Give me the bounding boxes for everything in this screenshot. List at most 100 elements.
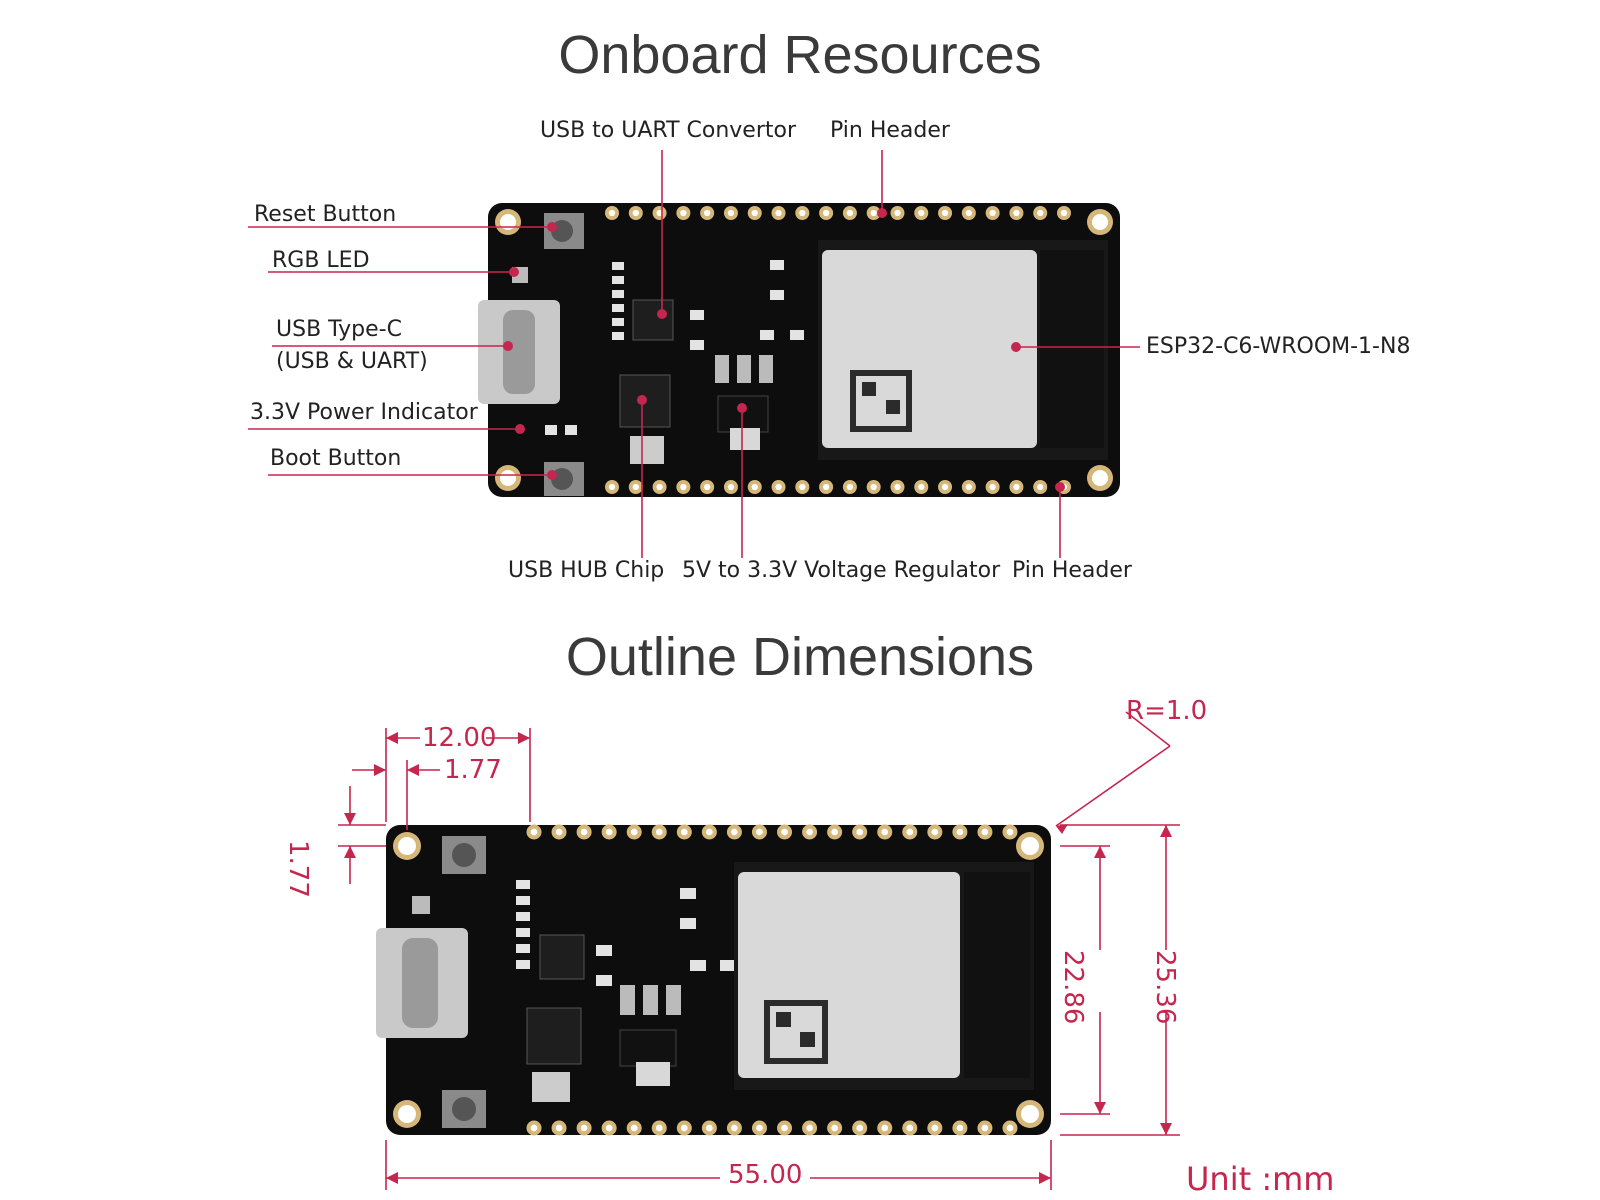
pin-hole — [1006, 1124, 1014, 1132]
pin-hole — [680, 1124, 688, 1132]
onboard-resources-title: Onboard Resources — [558, 25, 1042, 85]
pin-hole — [704, 483, 711, 491]
pin-hole — [656, 209, 663, 217]
pin-hole — [705, 1124, 713, 1132]
pin-hole — [1060, 209, 1068, 217]
pin-hole — [870, 483, 877, 491]
pin-hole — [881, 1124, 889, 1132]
pin-hole — [846, 209, 854, 217]
top-callout-dots — [503, 208, 1065, 492]
boot-button-label: Boot Button — [270, 446, 402, 471]
pin-hole — [656, 483, 663, 491]
pin-hole — [555, 828, 563, 836]
pin-hole — [655, 1124, 663, 1132]
outline-dimensions-title: Outline Dimensions — [565, 627, 1035, 687]
pin-hole — [756, 1124, 763, 1132]
pin-hole — [989, 483, 996, 491]
dim-inner-height: 22.86 — [1058, 950, 1088, 1025]
pin-hole — [756, 828, 763, 836]
pin-hole — [705, 828, 713, 836]
pin-hole — [727, 483, 735, 491]
pin-hole — [680, 828, 688, 836]
pin-hole — [680, 483, 687, 491]
pin-hole — [931, 828, 939, 836]
pin-hole — [918, 209, 925, 217]
pin-hole — [822, 483, 830, 491]
pin-hole — [799, 483, 806, 491]
dimension-arrowheads — [344, 732, 1172, 1184]
pin-hole — [906, 1124, 914, 1132]
power-indicator-label: 3.3V Power Indicator — [250, 400, 478, 425]
pin-hole — [781, 1124, 788, 1132]
pin-hole — [655, 828, 663, 836]
dim-offset-x: 1.77 — [444, 755, 502, 785]
pin-hole — [806, 1124, 813, 1132]
pin-hole — [881, 828, 889, 836]
pin-hole — [775, 483, 782, 491]
pin-hole — [530, 828, 538, 836]
bottom-pin-header-bottom — [526, 1120, 1018, 1136]
top-callout-lines — [248, 150, 1140, 558]
pin-hole — [941, 483, 949, 491]
pin-hole — [605, 828, 613, 836]
dim-radius: R=1.0 — [1126, 696, 1208, 726]
dim-length: 55.00 — [728, 1160, 803, 1190]
pin-hole — [822, 209, 830, 217]
pin-hole — [799, 209, 806, 217]
pin-hole — [630, 828, 638, 836]
dimension-lines — [338, 711, 1180, 1190]
pin-hole — [731, 828, 738, 836]
top-board — [478, 203, 1120, 497]
pin-hole — [1006, 828, 1014, 836]
unit-label: Unit :mm — [1186, 1160, 1335, 1198]
pin-hole — [806, 828, 813, 836]
top-pin-header-bottom — [605, 480, 1071, 494]
pin-hole — [632, 483, 639, 491]
pin-hole — [727, 209, 735, 217]
esp32-module-label: ESP32-C6-WROOM-1-N8 — [1146, 334, 1411, 359]
pin-hole — [680, 209, 687, 217]
pin-hole — [846, 483, 854, 491]
pin-hole — [555, 1124, 563, 1132]
pin-hole — [1037, 209, 1044, 217]
bottom-board — [376, 824, 1051, 1136]
dim-width-12: 12.00 — [422, 723, 497, 753]
pin-hole — [965, 209, 972, 217]
pin-hole — [831, 828, 839, 836]
pin-hole — [956, 1124, 964, 1132]
pin-hole — [856, 1124, 864, 1132]
pin-hole — [956, 828, 964, 836]
pin-hole — [608, 483, 616, 491]
voltage-regulator-label: 5V to 3.3V Voltage Regulator — [682, 558, 1001, 583]
pin-hole — [605, 1124, 613, 1132]
pin-hole — [931, 1124, 939, 1132]
pin-hole — [989, 209, 996, 217]
pin-hole — [965, 483, 972, 491]
top-pin-header-top — [605, 206, 1071, 220]
dim-offset-y: 1.77 — [283, 840, 313, 898]
pin-hole — [580, 828, 588, 836]
pin-hole — [632, 209, 639, 217]
pin-hole — [894, 483, 901, 491]
pin-hole — [580, 1124, 588, 1132]
pin-header-top-label: Pin Header — [830, 118, 950, 143]
usb-type-c-sub-label: (USB & UART) — [276, 349, 428, 374]
rgb-led-label: RGB LED — [272, 248, 370, 273]
pin-hole — [1013, 483, 1020, 491]
usb-hub-chip-label: USB HUB Chip — [508, 558, 665, 583]
dim-outer-height: 25.36 — [1150, 950, 1180, 1025]
pin-hole — [981, 828, 989, 836]
usb-uart-convertor-label: USB to UART Convertor — [540, 118, 796, 143]
pin-hole — [894, 209, 901, 217]
pin-hole — [751, 483, 758, 491]
pin-hole — [630, 1124, 638, 1132]
pin-hole — [831, 1124, 839, 1132]
pin-hole — [530, 1124, 538, 1132]
pin-hole — [704, 209, 711, 217]
bottom-pin-header-top — [526, 824, 1018, 840]
reset-button-label: Reset Button — [254, 202, 397, 227]
pin-hole — [775, 209, 782, 217]
pin-hole — [1037, 483, 1044, 491]
pin-hole — [856, 828, 864, 836]
